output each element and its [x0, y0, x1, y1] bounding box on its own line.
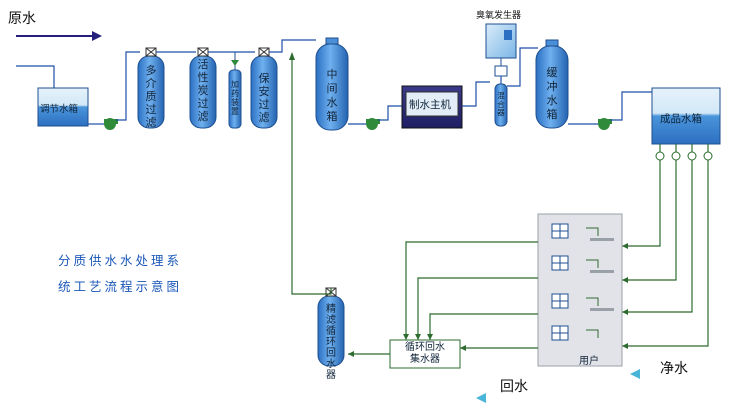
product-tank-label: 成品水箱: [660, 113, 702, 125]
fine-filter-label: 精滤循环回水器: [326, 304, 336, 381]
pump-icon: [366, 118, 380, 130]
pure-water-arrow: [630, 369, 722, 379]
multimedia-filter-label: 多介质过滤: [145, 64, 157, 129]
security-filter-vessel: [250, 47, 278, 129]
pump-icon: [598, 118, 612, 130]
ozone-generator-label: 臭氧发生器: [476, 11, 522, 21]
regulating-tank: [37, 87, 89, 127]
multimedia-filter-vessel: [137, 47, 165, 129]
gauges: [655, 144, 713, 161]
pump-icon: [104, 118, 118, 130]
raw-water-arrow: [16, 31, 102, 41]
pure-water-label: 净水: [660, 361, 688, 377]
security-filter-label: 保安过滤: [258, 72, 270, 124]
floor-unit: [551, 255, 614, 273]
return-collector-label: 循环回水 集水器: [392, 342, 458, 366]
title-line1: 分质供水水处理系: [58, 253, 183, 268]
dosing-device-label: 加药装置: [231, 80, 239, 116]
raw-water-label: 原水: [8, 11, 36, 27]
ozone-generator: [485, 23, 517, 77]
floor-unit: [551, 325, 599, 341]
return-pipes: [403, 241, 538, 351]
middle-tank-label: 中间水箱: [326, 68, 338, 123]
main-water-machine: [401, 85, 463, 129]
supply-pipes: [622, 160, 709, 349]
buffer-tank-label: 缓冲水箱: [546, 66, 558, 121]
regulating-tank-label: 调节水箱: [40, 104, 79, 115]
floor-unit: [551, 223, 614, 241]
floor-unit: [551, 293, 614, 311]
raw-water-pipe: [16, 65, 55, 88]
product-water-tank: [651, 87, 721, 145]
return-collector: [389, 339, 461, 369]
mixer-label: 混合器: [497, 91, 505, 117]
title-line2: 统工艺流程示意图: [58, 279, 183, 294]
return-water-label: 回水: [500, 379, 528, 395]
return-water-arrow: [476, 393, 560, 403]
main-machine-label: 制水主机: [409, 99, 451, 111]
user-label: 用户: [579, 356, 599, 367]
buffer-tank-vessel: [535, 39, 569, 129]
activated-carbon-filter-label: 活性炭过滤: [197, 58, 209, 123]
return-collector-label-line2: 集水器: [410, 354, 440, 365]
middle-tank-vessel: [315, 37, 349, 131]
return-collector-label-line1: 循环回水: [405, 342, 445, 353]
user-building: [537, 213, 623, 367]
dosing-device: [228, 52, 242, 129]
return-riser-pipe: [291, 54, 332, 295]
